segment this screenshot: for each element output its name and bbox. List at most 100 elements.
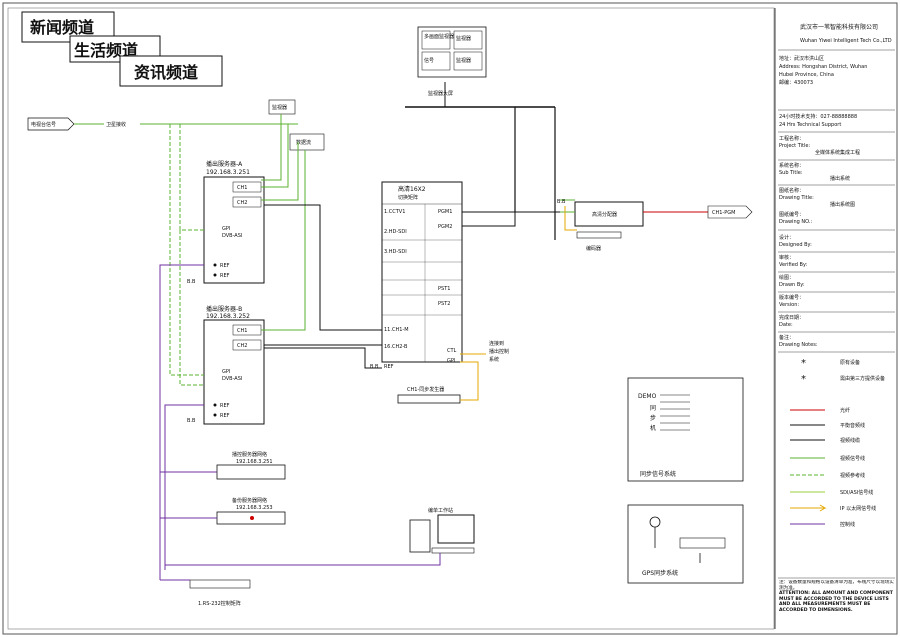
svg-text:REF: REF <box>220 403 230 409</box>
svg-text:监视器: 监视器 <box>272 104 287 111</box>
svg-text:切换矩阵: 切换矩阵 <box>398 194 418 201</box>
svg-text:系统: 系统 <box>489 356 499 363</box>
svg-text:系统名称：: 系统名称： <box>779 162 804 169</box>
svg-text:PST1: PST1 <box>438 286 450 292</box>
svg-text:监视器: 监视器 <box>456 35 471 42</box>
svg-text:CH1: CH1 <box>237 185 247 191</box>
svg-text:PGM2: PGM2 <box>438 224 452 230</box>
svg-text:武汉市一苇智能科技有限公司: 武汉市一苇智能科技有限公司 <box>800 23 878 31</box>
rs232-patch: 1.RS-232控制矩阵 <box>189 579 251 607</box>
svg-text:高清分配器: 高清分配器 <box>592 211 617 218</box>
svg-text:Drawing NO.:: Drawing NO.: <box>779 219 812 225</box>
svg-text:同步信号系统: 同步信号系统 <box>640 470 676 478</box>
svg-text:24 Hrs Technical Support: 24 Hrs Technical Support <box>779 122 841 128</box>
svg-text:CTL: CTL <box>447 348 457 354</box>
svg-text:Drawn By:: Drawn By: <box>779 282 805 288</box>
svg-text:CH1: CH1 <box>237 328 247 334</box>
legend-star-red-icon: * <box>801 358 806 369</box>
svg-text:邮编：430073: 邮编：430073 <box>779 79 813 86</box>
svg-text:2.HD-SDI: 2.HD-SDI <box>384 229 407 235</box>
svg-text:GPI: GPI <box>447 358 455 364</box>
svg-text:192.168.3.252: 192.168.3.252 <box>206 313 250 320</box>
tab-life-label: 生活频道 <box>74 41 138 60</box>
attention-en: ATTENTION: ALL AMOUNT AND COMPONENT MUST… <box>779 591 893 613</box>
sync-generator: CH1-同步发生器 <box>397 386 461 404</box>
svg-text:原有设备: 原有设备 <box>840 359 860 366</box>
svg-text:视频信号线: 视频信号线 <box>840 455 865 462</box>
legend: * 原有设备 * 需由第三方提供设备 光纤 平衡音频线 视频线缆 视频信号线 视… <box>790 358 885 528</box>
svg-text:192.168.3.251: 192.168.3.251 <box>236 459 273 465</box>
svg-text:工程名称：: 工程名称： <box>779 135 804 142</box>
monitor-wall: 多画面监视器 监视器 信号 监视器 监视器大屏 <box>417 26 487 97</box>
svg-text:GPS同步系统: GPS同步系统 <box>642 569 678 577</box>
legend-star-blue-icon: * <box>801 374 806 385</box>
svg-text:绘图：: 绘图： <box>779 274 794 281</box>
svg-text:SDI/ASI信号线: SDI/ASI信号线 <box>840 489 873 496</box>
svg-text:192.168.3.253: 192.168.3.253 <box>236 505 273 511</box>
demod-label: 卫星接收 <box>106 121 126 128</box>
monitor-wall-label: 监视器大屏 <box>428 90 453 97</box>
svg-text:Sub Title:: Sub Title: <box>779 170 803 176</box>
network-switch-2: 备份服务器网络 192.168.3.253 <box>216 497 286 525</box>
tab-news-label: 新闻频道 <box>30 18 94 37</box>
svg-text:播出系统图: 播出系统图 <box>830 201 855 208</box>
svg-text:播出系统: 播出系统 <box>830 175 850 182</box>
svg-text:数据流: 数据流 <box>296 139 311 146</box>
svg-text:REF: REF <box>220 413 230 419</box>
svg-text:16.CH2-B: 16.CH2-B <box>384 344 408 350</box>
svg-text:编单工作站: 编单工作站 <box>428 507 453 514</box>
svg-text:CH1-PGM: CH1-PGM <box>712 210 735 216</box>
svg-text:Designed By:: Designed By: <box>779 242 812 248</box>
svg-text:PST2: PST2 <box>438 301 450 307</box>
svg-text:播出服务器-A: 播出服务器-A <box>206 160 243 168</box>
svg-text:编码器: 编码器 <box>586 245 601 252</box>
svg-text:CH2: CH2 <box>237 343 247 349</box>
svg-text:192.168.3.251: 192.168.3.251 <box>206 169 250 176</box>
svg-text:24小时技术支持：027-88888888: 24小时技术支持：027-88888888 <box>779 113 857 120</box>
svg-text:图纸编号：: 图纸编号： <box>779 211 804 218</box>
svg-text:REF: REF <box>220 273 230 279</box>
attention-cn: 注：设备数量和规格以设备清单为准，布线尺寸以现场实测为准。 <box>779 580 894 591</box>
svg-text:REF: REF <box>384 364 394 370</box>
svg-text:地址：武汉市洪山区: 地址：武汉市洪山区 <box>779 55 824 62</box>
svg-text:播控服务器网络: 播控服务器网络 <box>232 451 267 458</box>
svg-text:监视器: 监视器 <box>456 57 471 64</box>
svg-text:播出服务器-B: 播出服务器-B <box>206 305 242 313</box>
svg-text:B.B: B.B <box>187 279 196 285</box>
svg-text:Wuhan Yiwei Intelligent Tech C: Wuhan Yiwei Intelligent Tech Co.,LTD <box>800 38 892 44</box>
hd-distributor: 高清分配器 编码器 <box>574 201 644 252</box>
svg-text:GPI: GPI <box>222 226 230 232</box>
tally-system: DEMO 同 步 机 同步信号系统 <box>627 377 744 482</box>
svg-text:Hubei Province, China: Hubei Province, China <box>779 72 834 78</box>
svg-text:播出控制: 播出控制 <box>489 348 509 355</box>
relay-box-1: 监视器 <box>268 99 296 115</box>
svg-text:B.B: B.B <box>187 418 196 424</box>
svg-text:全媒体系统集成工程: 全媒体系统集成工程 <box>815 149 860 156</box>
signal-source: 电视台信号 <box>27 117 75 131</box>
svg-text:高清16X2: 高清16X2 <box>398 185 426 193</box>
svg-text:B.B: B.B <box>557 199 566 205</box>
ch1-pgm-output: CH1-PGM <box>707 205 753 219</box>
svg-text:视频参考线: 视频参考线 <box>840 472 865 479</box>
svg-text:Date:: Date: <box>779 322 793 328</box>
router-16x2: 高清16X2 切换矩阵 1.CCTV1 2.HD-SDI 3.HD-SDI 11… <box>381 181 463 370</box>
svg-text:Drawing Notes:: Drawing Notes: <box>779 342 818 348</box>
svg-text:图纸名称：: 图纸名称： <box>779 187 804 194</box>
inner-frame <box>7 7 775 630</box>
playout-server-b: 播出服务器-B 192.168.3.252 CH1 CH2 GPI DVB-AS… <box>203 305 265 425</box>
svg-text:Project Title:: Project Title: <box>779 143 810 149</box>
network-switch-1: 播控服务器网络 192.168.3.251 <box>216 451 286 480</box>
svg-text:电视台信号: 电视台信号 <box>31 121 56 128</box>
svg-text:需由第三方提供设备: 需由第三方提供设备 <box>840 375 885 382</box>
svg-text:11.CH1-M: 11.CH1-M <box>384 327 409 333</box>
svg-text:备份服务器网络: 备份服务器网络 <box>232 497 267 504</box>
relay-box-2: 数据流 <box>289 133 325 151</box>
svg-text:Drawing Title:: Drawing Title: <box>779 195 814 201</box>
playout-server-a: 播出服务器-A 192.168.3.251 CH1 CH2 GPI DVB-AS… <box>203 160 265 284</box>
title-block: 武汉市一苇智能科技有限公司 Wuhan Yiwei Intelligent Te… <box>774 8 895 629</box>
gps-sync-system: GPS同步系统 <box>627 504 744 584</box>
svg-text:DVB-ASI: DVB-ASI <box>222 376 242 382</box>
tab-info-channel[interactable]: 资讯频道 <box>119 55 223 87</box>
svg-text:审核：: 审核： <box>779 254 794 261</box>
svg-text:Verified By:: Verified By: <box>779 262 808 268</box>
